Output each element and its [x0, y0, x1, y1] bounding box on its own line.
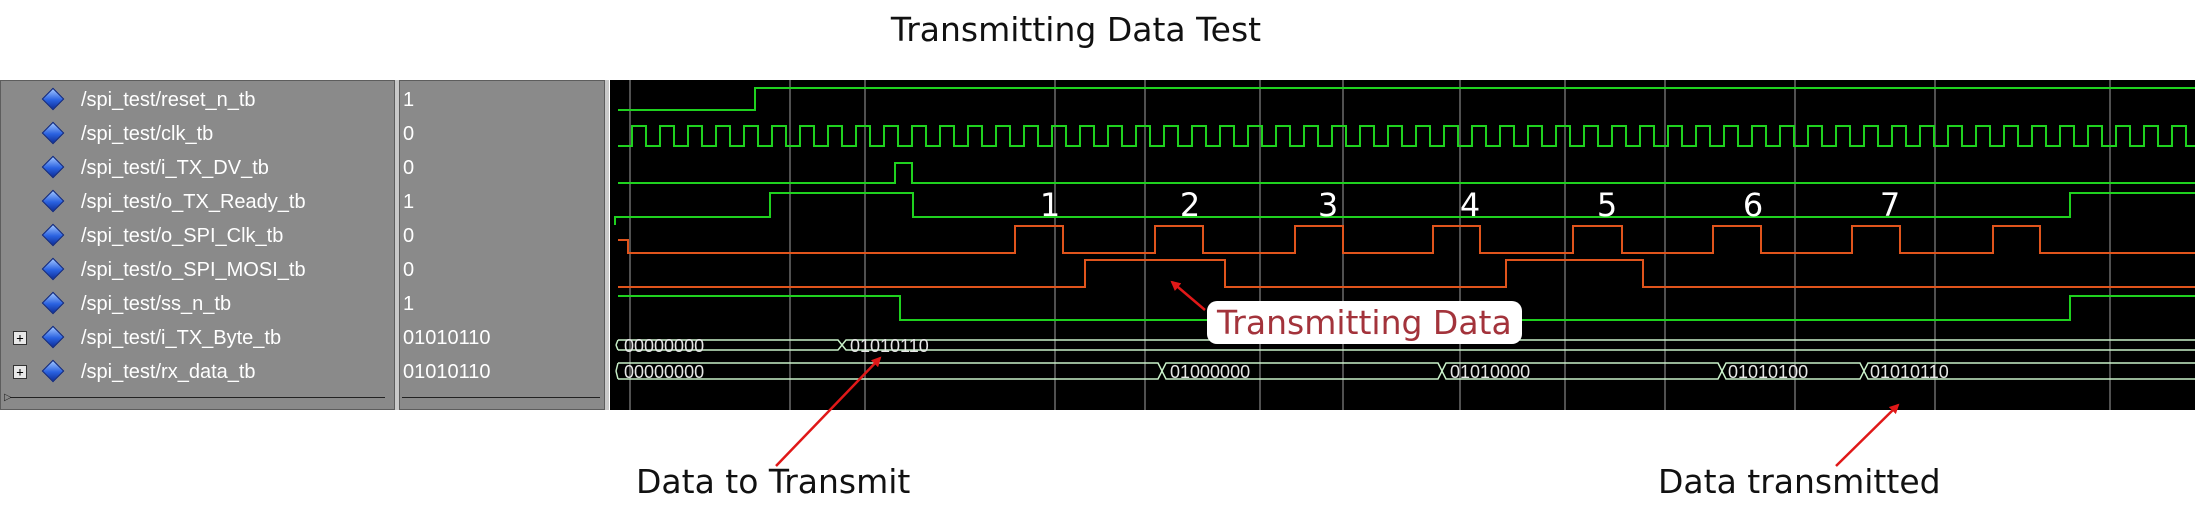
signal-row-tx-dv[interactable]: /spi_test/i_TX_DV_tb [1, 151, 396, 185]
signal-value: 1 [403, 191, 415, 213]
data-transmitted-arrow [1835, 403, 1900, 467]
blue-diamond-icon [41, 223, 65, 247]
blue-diamond-icon [41, 325, 65, 349]
blue-diamond-icon [41, 87, 65, 111]
signal-row-reset[interactable]: /spi_test/reset_n_tb [1, 83, 396, 117]
value-row: 01010110 [400, 355, 606, 389]
signal-value: 0 [403, 225, 415, 247]
data-to-transmit-label: Data to Transmit [636, 462, 911, 501]
bus-value-label: 01010100 [1728, 362, 1808, 382]
divider [10, 397, 385, 398]
bit-number-label: 5 [1597, 186, 1617, 224]
signal-value: 0 [403, 123, 415, 145]
value-row: 0 [400, 253, 606, 287]
signal-name: /spi_test/i_TX_Byte_tb [81, 327, 282, 349]
blue-diamond-icon [41, 155, 65, 179]
signal-value: 0 [403, 157, 415, 179]
tx-ready-waveform [614, 192, 2195, 225]
plus-box-icon[interactable]: + [13, 365, 27, 379]
bus-value-label: 01010110 [850, 336, 929, 356]
bit-number-label: 4 [1460, 186, 1480, 224]
waveform-area[interactable]: 00000000 01010110 00000000 01000000 0101… [610, 80, 2195, 410]
waveform-canvas: 00000000 01010110 00000000 01000000 0101… [614, 80, 2195, 410]
value-row: 1 [400, 287, 606, 321]
signal-row-rx-data[interactable]: + /spi_test/rx_data_tb [1, 355, 396, 389]
bit-number-label: 7 [1880, 186, 1900, 224]
signal-value: 01010110 [403, 361, 491, 383]
blue-diamond-icon [41, 257, 65, 281]
signal-value-panel: 1 0 0 1 0 0 1 01010110 01010110 [399, 80, 605, 410]
signal-name: /spi_test/i_TX_DV_tb [81, 157, 269, 179]
transmitting-data-label: Transmitting Data [1207, 301, 1522, 344]
spi-mosi-waveform [618, 259, 2195, 288]
value-row: 01010110 [400, 321, 606, 355]
signal-name: /spi_test/rx_data_tb [81, 361, 256, 383]
blue-diamond-icon [41, 359, 65, 383]
signal-value: 1 [403, 293, 415, 315]
signal-name: /spi_test/reset_n_tb [81, 89, 256, 111]
panel-splitter[interactable] [395, 80, 399, 410]
bus-value-label: 00000000 [624, 336, 704, 356]
signal-name: /spi_test/o_TX_Ready_tb [81, 191, 306, 213]
blue-diamond-icon [41, 291, 65, 315]
signal-name: /spi_test/clk_tb [81, 123, 214, 145]
signal-name: /spi_test/o_SPI_Clk_tb [81, 225, 284, 247]
signal-row-clk[interactable]: /spi_test/clk_tb [1, 117, 396, 151]
value-row: 1 [400, 83, 606, 117]
bit-number-label: 3 [1318, 186, 1338, 224]
spi-clk-waveform [618, 225, 2195, 254]
bus-value-label: 00000000 [624, 362, 704, 382]
signal-value: 1 [403, 89, 415, 111]
signal-row-tx-byte[interactable]: + /spi_test/i_TX_Byte_tb [1, 321, 396, 355]
bit-number-label: 2 [1180, 186, 1200, 224]
bus-value-label: 01000000 [1170, 362, 1250, 382]
plus-box-icon[interactable]: + [13, 331, 27, 345]
signal-row-ss-n[interactable]: /spi_test/ss_n_tb [1, 287, 396, 321]
figure-title: Transmitting Data Test [890, 10, 1262, 49]
value-row: 0 [400, 117, 606, 151]
blue-diamond-icon [41, 121, 65, 145]
signal-row-spi-clk[interactable]: /spi_test/o_SPI_Clk_tb [1, 219, 396, 253]
divider [402, 397, 600, 398]
signal-value: 0 [403, 259, 415, 281]
tx-dv-waveform [618, 162, 2195, 184]
clk-waveform [618, 125, 2195, 147]
time-gridlines [629, 80, 2111, 410]
data-transmitted-label: Data transmitted [1658, 462, 1941, 501]
reset-waveform [618, 87, 2195, 111]
value-row: 1 [400, 185, 606, 219]
signal-name-panel: /spi_test/reset_n_tb /spi_test/clk_tb /s… [0, 80, 395, 410]
panel-splitter[interactable] [605, 80, 609, 410]
signal-name: /spi_test/ss_n_tb [81, 293, 232, 315]
rx-data-bus [615, 362, 2195, 380]
bus-value-label: 01010000 [1450, 362, 1530, 382]
signal-row-spi-mosi[interactable]: /spi_test/o_SPI_MOSI_tb [1, 253, 396, 287]
signal-name: /spi_test/o_SPI_MOSI_tb [81, 259, 306, 281]
signal-value: 01010110 [403, 327, 491, 349]
cursor-triangle-icon: ▷ [4, 392, 12, 403]
bit-number-label: 6 [1743, 186, 1763, 224]
signal-row-tx-ready[interactable]: /spi_test/o_TX_Ready_tb [1, 185, 396, 219]
value-row: 0 [400, 219, 606, 253]
bus-value-label: 01010110 [1870, 362, 1949, 382]
blue-diamond-icon [41, 189, 65, 213]
bit-number-label: 1 [1040, 186, 1060, 224]
value-row: 0 [400, 151, 606, 185]
